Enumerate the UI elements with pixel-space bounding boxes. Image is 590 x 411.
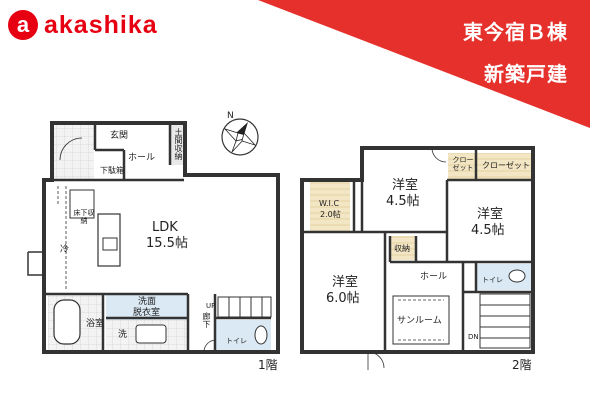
closet-label: クローゼット <box>482 161 530 170</box>
room-washroom-label: 洗面 <box>138 297 157 307</box>
room-dressing-label: 脱衣室 <box>133 308 161 318</box>
brand-name: akashika <box>44 10 158 39</box>
room-doma-storage-label: 土間収納 <box>174 128 183 160</box>
toilet-1f-label: トイレ <box>226 337 247 345</box>
floor1-label: 1階 <box>258 358 278 372</box>
storage-label: 収納 <box>394 244 410 253</box>
brand-logo: a akashika <box>8 10 158 40</box>
sunroom-label: サンルーム <box>397 316 442 326</box>
room-western-b-label: 洋室 <box>477 207 504 222</box>
entrance-tile-floor <box>52 123 94 180</box>
room-western-c-size: 6.0帖 <box>326 291 360 306</box>
property-type: 新築戸建 <box>484 62 568 86</box>
stairs-up-label: UP <box>206 302 216 310</box>
underfloor-storage-label: 床下収納 <box>73 209 95 225</box>
shoe-rack-label: 下駄箱 <box>100 166 124 175</box>
room-western-a-size: 4.5帖 <box>386 194 420 209</box>
washer-label: 洗 <box>118 330 128 340</box>
room-bath-label: 浴室 <box>86 319 105 329</box>
room-ldk-label: LDK <box>152 220 178 235</box>
wic-floor <box>310 181 350 231</box>
room-hall-1f-label: ホール <box>128 153 156 163</box>
logo-mark-icon: a <box>8 10 38 40</box>
room-western-a-label: 洋室 <box>392 178 419 193</box>
stairs-down-label: DN <box>468 333 479 341</box>
corridor-label: 廊下 <box>202 312 211 328</box>
wic-label: W.I.C <box>319 199 340 208</box>
property-name: 東今宿Ｂ棟 <box>463 20 568 44</box>
floor1-plan <box>27 121 280 354</box>
room-ldk-size: 15.5帖 <box>146 236 188 251</box>
room-western-c-label: 洋室 <box>332 275 359 290</box>
compass-north-label: N <box>227 111 234 121</box>
floor2-plan <box>300 146 535 370</box>
fridge-label: 冷 <box>60 245 70 255</box>
room-hall-2f-label: ホール <box>420 272 448 282</box>
wic-size: 2.0帖 <box>320 210 341 219</box>
floor2-label: 2階 <box>512 358 532 372</box>
room-western-b-size: 4.5帖 <box>471 223 505 238</box>
closet-small-label: クロー ゼット <box>452 156 474 172</box>
toilet-2f-label: トイレ <box>482 276 503 284</box>
room-genkan-label: 玄関 <box>110 131 129 141</box>
compass-icon <box>221 118 259 156</box>
